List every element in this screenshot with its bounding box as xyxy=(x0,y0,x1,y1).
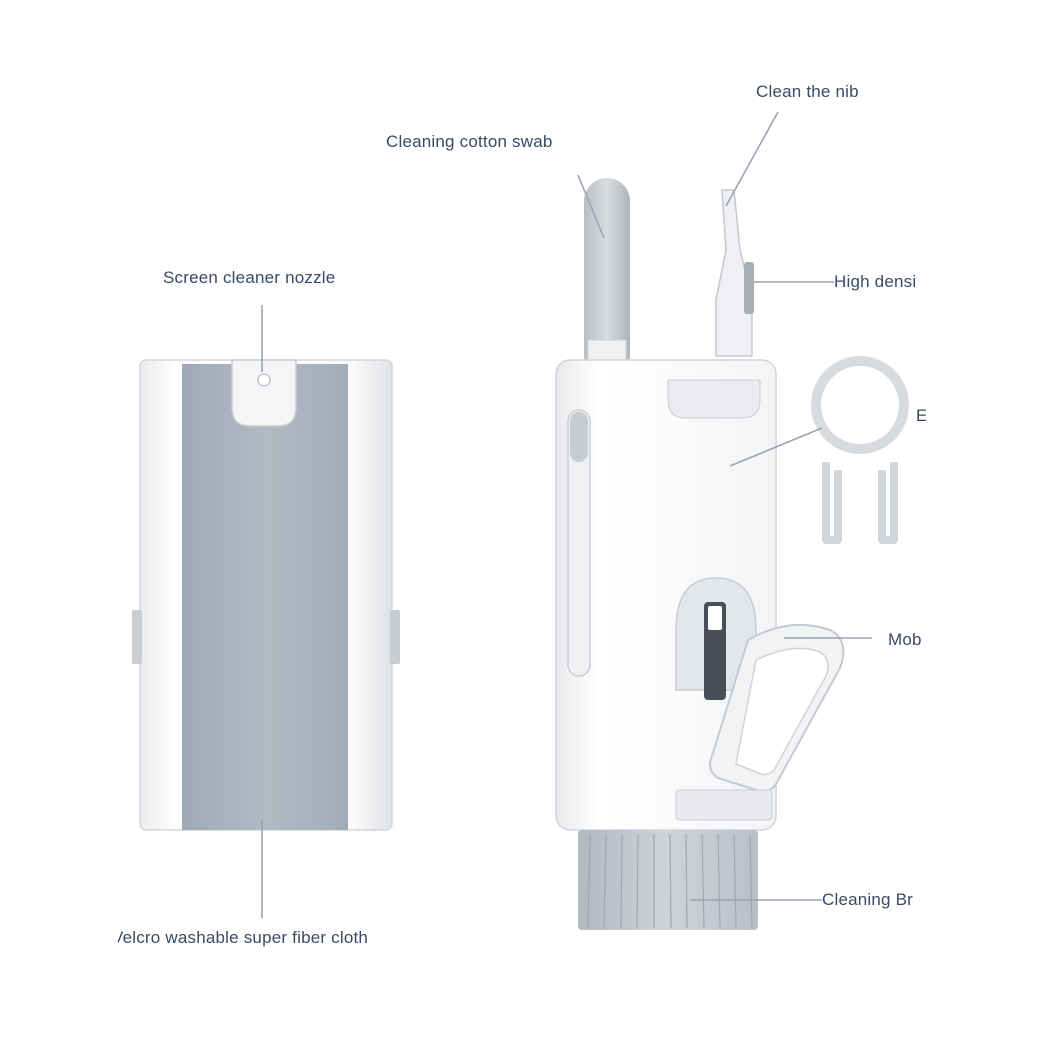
label-earbud-tool: E xyxy=(916,406,926,425)
clip-mobile: Mob xyxy=(888,630,926,654)
label-clean-nib: Clean the nib xyxy=(756,82,859,101)
swab-slot xyxy=(567,409,591,677)
pen-tool xyxy=(715,189,753,357)
case-back xyxy=(132,359,400,831)
clip-fiber-cloth: Velcro washable super fiber cloth xyxy=(118,928,418,952)
high-density-sponge xyxy=(744,262,754,314)
label-cleaning-brush: Cleaning Br xyxy=(822,890,914,909)
cotton-swab xyxy=(584,178,630,378)
earbud-tool xyxy=(811,356,909,544)
label-cotton-swab: Cleaning cotton swab xyxy=(386,132,553,151)
side-grip-left xyxy=(132,610,142,664)
fiber-cloth xyxy=(182,364,348,830)
leader-lines xyxy=(261,111,872,918)
nozzle-window xyxy=(231,359,297,427)
clip-brush: Cleaning Br xyxy=(822,890,926,914)
device-front xyxy=(555,178,845,930)
label-high-density: High densi xyxy=(834,272,917,291)
clip-earbud: E xyxy=(916,406,926,430)
spray-nozzle xyxy=(257,373,271,387)
label-fiber-cloth: Velcro washable super fiber cloth xyxy=(118,928,369,947)
clip-high-density: High densi xyxy=(834,272,926,296)
cleaning-brush xyxy=(578,830,758,930)
label-mobile-stand: Mob xyxy=(888,630,922,649)
side-grip-right xyxy=(390,610,400,664)
label-nozzle: Screen cleaner nozzle xyxy=(163,268,336,287)
